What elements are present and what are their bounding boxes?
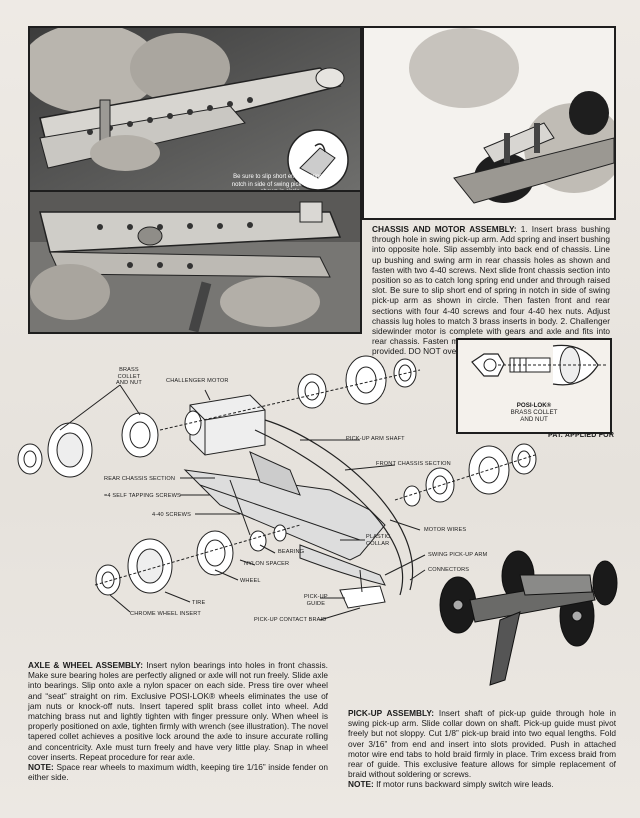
label-motor-wires: MOTOR WIRES bbox=[424, 527, 467, 533]
label-brass-collet-l3: AND NUT bbox=[116, 380, 142, 387]
photo-pickup-guide bbox=[362, 26, 616, 220]
pickup-note-label: NOTE: bbox=[348, 779, 374, 790]
label-brass-collet: BRASS COLLET AND NUT bbox=[116, 367, 142, 387]
label-rear-chassis: REAR CHASSIS SECTION bbox=[104, 476, 176, 482]
label-front-chassis: FRONT CHASSIS SECTION bbox=[376, 461, 451, 467]
photo-chassis-sections bbox=[28, 190, 362, 334]
label-wheel: WHEEL bbox=[240, 578, 261, 584]
label-pickup-arm-shaft: PICK-UP ARM SHAFT bbox=[346, 436, 405, 442]
pickup-note: If motor runs backward simply switch wir… bbox=[376, 779, 554, 790]
label-swing-pickup-arm: SWING PICK-UP ARM bbox=[428, 552, 488, 558]
photo-caption: Be sure to slip short end of spring in n… bbox=[231, 174, 331, 190]
pickup-instructions: PICK-UP ASSEMBLY: Insert shaft of pick-u… bbox=[348, 708, 616, 790]
label-pickup-guide: PICK-UP GUIDE bbox=[304, 594, 328, 607]
label-pickup-contact-braid: PICK-UP CONTACT BRAID bbox=[254, 617, 327, 623]
label-connectors: CONNECTORS bbox=[428, 567, 470, 573]
label-plastic-collar-l2: COLLAR bbox=[366, 540, 390, 547]
axle-heading: AXLE & WHEEL ASSEMBLY: bbox=[28, 660, 143, 670]
axle-wheel-instructions: AXLE & WHEEL ASSEMBLY: Insert nylon bear… bbox=[28, 660, 328, 782]
posilok-name: POSI-LOK® bbox=[516, 402, 552, 409]
pickup-body: Insert shaft of pick-up guide through ho… bbox=[348, 708, 616, 780]
posilok-inset: POSI-LOK® BRASS COLLET AND NUT bbox=[456, 338, 612, 434]
pickup-heading: PICK-UP ASSEMBLY: bbox=[348, 708, 435, 718]
photo-pickup-image bbox=[364, 28, 614, 218]
patent-notice: PAT. APPLIED FOR bbox=[548, 432, 615, 439]
photo-chassis-image bbox=[30, 192, 360, 332]
label-bearing: BEARING bbox=[278, 549, 305, 555]
label-plastic-collar: PLASTIC COLLAR bbox=[366, 534, 390, 547]
posilok-line2: BRASS COLLET bbox=[510, 409, 558, 416]
label-nylon-spacer: NYLON SPACER bbox=[244, 561, 290, 567]
posilok-line3: AND NUT bbox=[520, 416, 548, 423]
label-brass-collet-l2: COLLET bbox=[117, 373, 141, 380]
label-challenger-motor: CHALLENGER MOTOR bbox=[166, 378, 229, 384]
chassis-heading: CHASSIS AND MOTOR ASSEMBLY: bbox=[372, 224, 517, 234]
label-self-tapping-screws: =4 SELF TAPPING SCREWS bbox=[104, 493, 181, 499]
label-440-screws: 4-40 SCREWS bbox=[152, 512, 191, 518]
label-plastic-collar-l1: PLASTIC bbox=[366, 534, 391, 540]
axle-note: Space rear wheels to maximum width, keep… bbox=[28, 762, 328, 783]
photo-swing-arm-assembly: Be sure to slip short end of spring in n… bbox=[28, 26, 362, 192]
label-pickup-guide-l1: PICK-UP bbox=[304, 594, 328, 600]
label-chrome-wheel-insert: CHROME WHEEL INSERT bbox=[130, 611, 201, 617]
posilok-label: POSI-LOK® BRASS COLLET AND NUT bbox=[458, 402, 610, 423]
label-pickup-guide-l2: GUIDE bbox=[306, 600, 326, 607]
axle-body: Insert nylon bearings into holes in fron… bbox=[28, 660, 328, 762]
label-brass-collet-l1: BRASS bbox=[119, 367, 139, 373]
label-tire: TIRE bbox=[192, 600, 206, 606]
axle-note-label: NOTE: bbox=[28, 762, 54, 773]
photo-swing-arm-image bbox=[30, 28, 360, 190]
posilok-illustration bbox=[471, 344, 608, 386]
